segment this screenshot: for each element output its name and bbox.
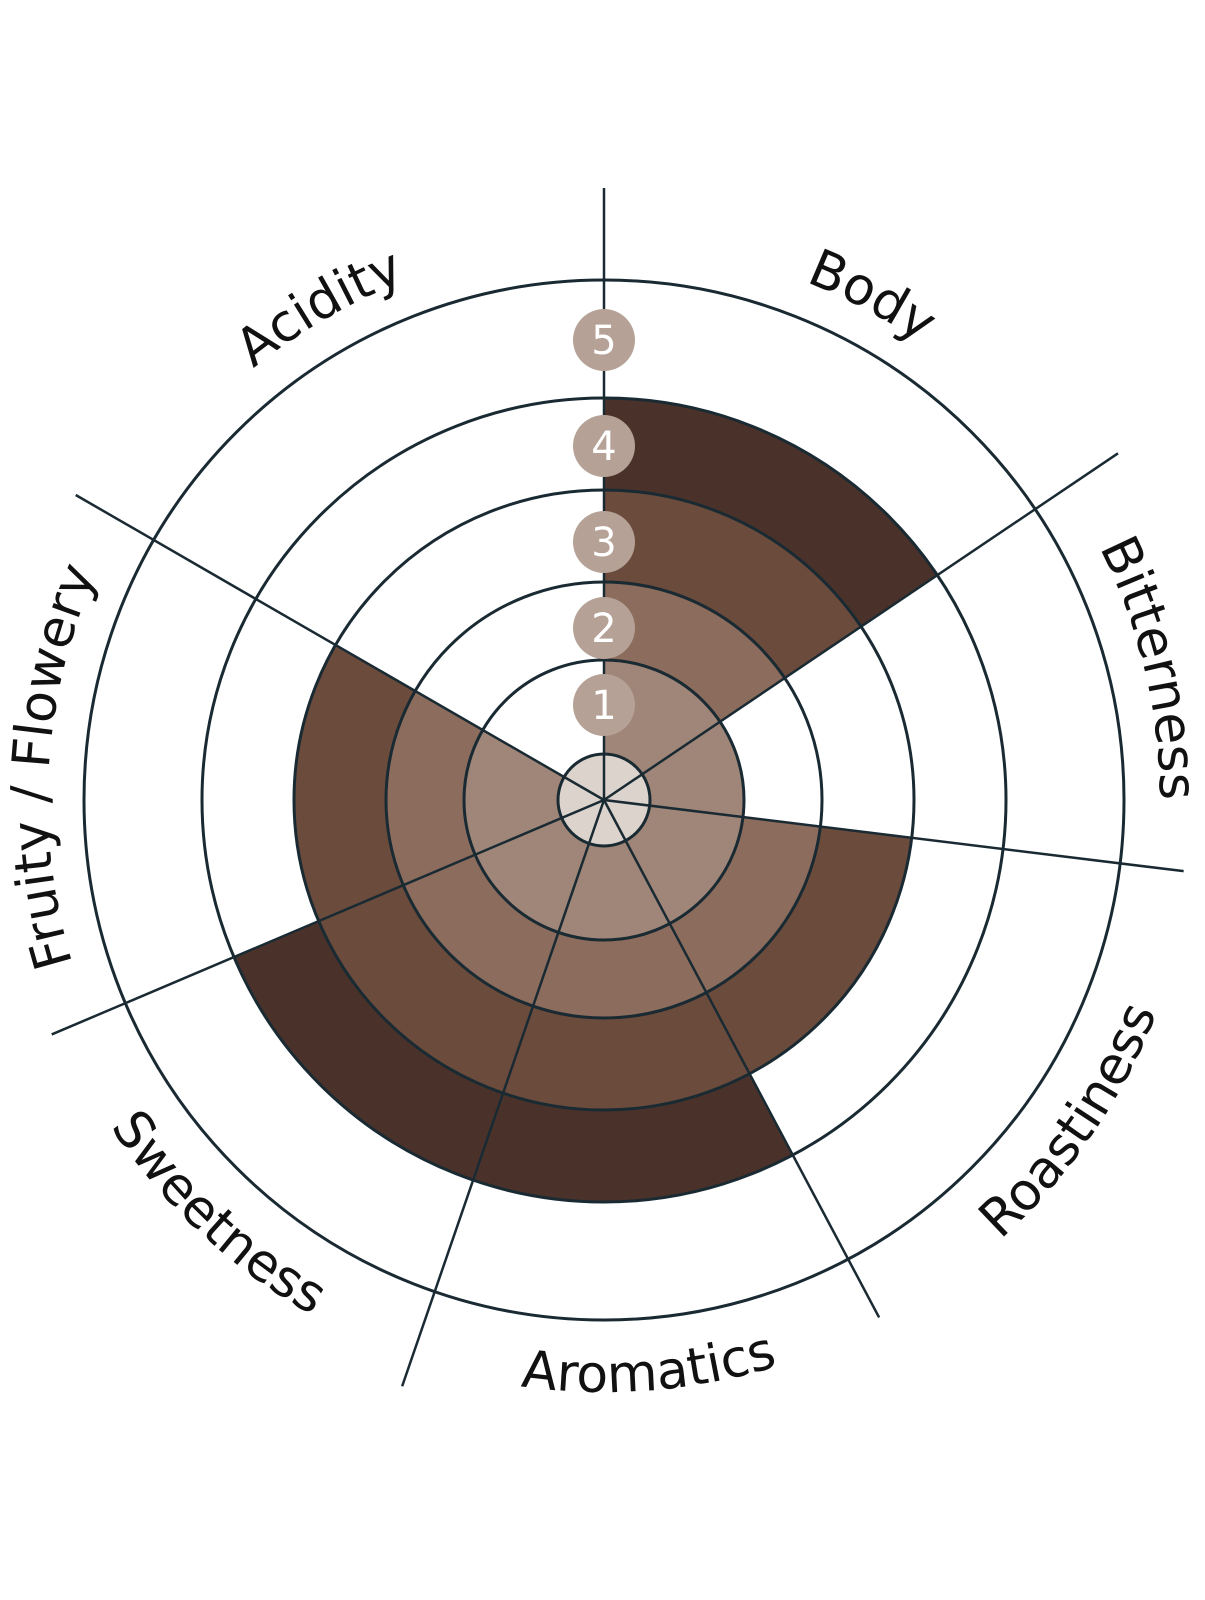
ring-badge-4: [573, 415, 635, 477]
spoke-7: [75, 493, 605, 802]
sector-sweetness-level-1: [475, 817, 590, 933]
sector-roastiness-level-2: [669, 817, 821, 993]
category-label-body: Body: [800, 238, 947, 354]
ring-badge-label-4: 4: [591, 424, 616, 470]
sector-sweetness-level-2: [403, 854, 559, 1007]
sector-fruity-flowery-level-2: [386, 691, 483, 886]
sector-body-level-2: [604, 582, 785, 722]
sector-fruity-flowery-level-1: [464, 730, 565, 855]
sector-roastiness-level-3: [706, 826, 912, 1074]
category-label-acidity: Acidity: [225, 237, 411, 379]
sector-body-level-3: [604, 490, 862, 679]
spoke-4: [602, 799, 881, 1318]
sector-fruity-flowery-level-3: [294, 645, 416, 922]
sector-aromatics-level-1: [558, 840, 670, 940]
sector-aromatics-level-2: [533, 923, 707, 1018]
ring-badge-label-1: 1: [591, 683, 616, 729]
sector-sweetness-level-3: [318, 885, 534, 1094]
category-label-fruity-flowery: Fruity / Flowery: [1, 555, 108, 976]
spoke-2: [603, 452, 1119, 802]
sector-body-level-1: [604, 660, 721, 775]
spoke-6: [51, 798, 605, 1036]
ring-badge-1: [573, 674, 635, 736]
spoke-lines: [51, 188, 1184, 1387]
ring-badge-3: [573, 511, 635, 573]
sector-bitterness-level-1: [642, 721, 744, 818]
ring-badge-5: [573, 309, 635, 371]
spoke-5: [400, 799, 606, 1387]
ring-badge-label-2: 2: [591, 606, 616, 652]
sector-body-level-4: [604, 398, 938, 627]
ring-badge-label-5: 5: [591, 318, 616, 364]
sector-sweetness-level-4: [233, 921, 504, 1181]
spoke-3: [603, 798, 1184, 873]
sector-aromatics-level-3: [503, 992, 750, 1110]
ring-scale-badges: 1 2 3 4 5: [573, 309, 635, 736]
ring-badge-2: [573, 597, 635, 659]
category-label-sweetness: Sweetness: [99, 1100, 336, 1327]
category-label-aromatics: Aromatics: [519, 1321, 782, 1406]
ring-badge-label-3: 3: [591, 520, 616, 566]
